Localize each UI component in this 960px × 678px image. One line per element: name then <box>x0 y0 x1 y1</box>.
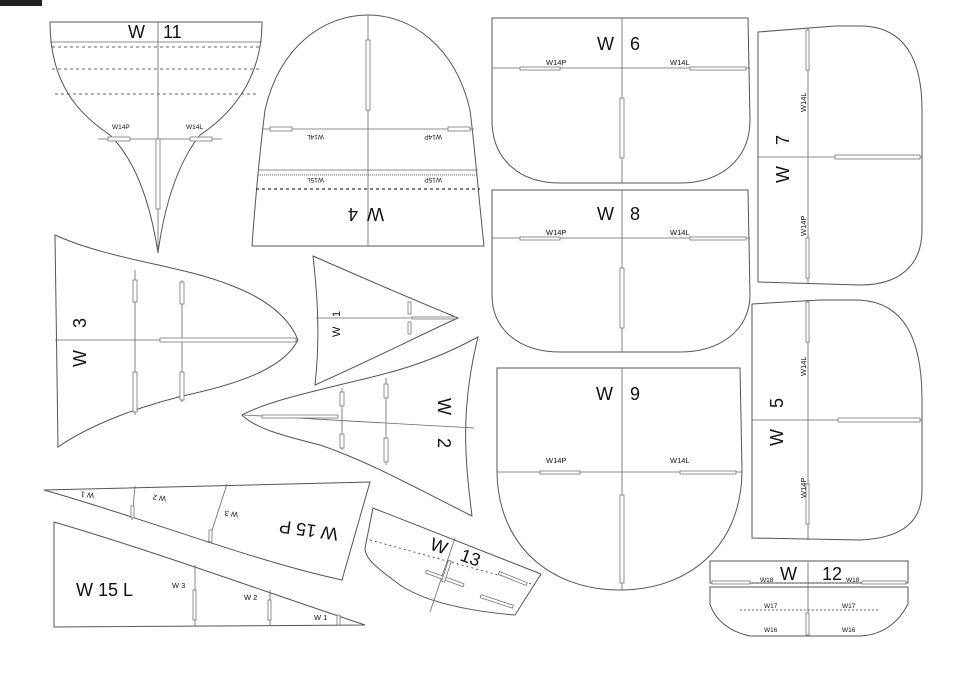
w4-slot-left-lower: W15L <box>307 176 324 183</box>
part-w1: W 1 <box>312 255 460 386</box>
w2-letter: W <box>434 398 454 415</box>
w15l-mark-2: W 2 <box>244 593 257 602</box>
w7-slot-top: W14L <box>799 92 808 112</box>
w15l-mark-3: W 3 <box>172 581 185 590</box>
w15p-title: W 15 P <box>278 516 339 544</box>
part-w4: W 4 W14L W14P W15L W15P <box>251 14 485 247</box>
w5-number: 5 <box>767 398 787 408</box>
w6-number: 6 <box>630 34 640 54</box>
w12-row2-right: W17 <box>842 603 856 610</box>
w12-row1-left: W18 <box>760 577 774 584</box>
w8-slot-right: W14L <box>670 228 690 237</box>
w7-number: 7 <box>773 135 793 145</box>
w12-number: 12 <box>822 564 842 584</box>
w15p-mark-1: W 1 <box>80 489 94 500</box>
part-w8: W 8 W14P W14L <box>491 189 751 353</box>
w8-letter: W <box>597 204 614 224</box>
w12-row3-right: W16 <box>842 627 856 634</box>
w8-number: 8 <box>630 204 640 224</box>
part-w12: W 12 W18 W18 W17 W17 W16 W16 <box>709 560 909 637</box>
w3-number: 3 <box>70 318 90 328</box>
w4-slot-left: W14L <box>307 133 324 140</box>
part-w6: W 6 W14P W14L <box>491 17 751 184</box>
w15l-mark-1: W 1 <box>314 613 327 622</box>
corner-mark <box>0 0 42 6</box>
w15l-title: W 15 L <box>76 580 133 600</box>
w1-number: 1 <box>331 311 343 317</box>
part-w5: W 5 W14L W14P <box>751 299 923 541</box>
part-w13: W 13 <box>364 507 542 616</box>
w11-slot-right: W14L <box>186 124 203 131</box>
part-w11: W 11 W14P W14L <box>49 21 263 254</box>
w13-number: 13 <box>458 545 484 571</box>
w12-row2-left: W17 <box>764 603 778 610</box>
w4-slot-right: W14P <box>424 133 442 140</box>
w4-slot-right-lower: W15P <box>424 176 442 183</box>
w5-slot-bottom: W14P <box>799 478 808 498</box>
w12-letter: W <box>780 564 797 584</box>
w11-slot-left: W14P <box>112 124 130 131</box>
w6-slot-left: W14P <box>546 58 566 67</box>
w9-slot-right: W14L <box>670 456 690 465</box>
w5-letter: W <box>767 429 787 446</box>
w1-letter: W <box>331 326 343 337</box>
w15p-mark-2: W 2 <box>152 493 166 504</box>
w5-slot-top: W14L <box>799 356 808 376</box>
w9-letter: W <box>596 384 613 404</box>
w11-letter: W <box>128 22 145 42</box>
part-w15l: W 15 L W 3 W 2 W 1 <box>53 521 366 628</box>
part-w7: W 7 W14L W14P <box>757 25 923 286</box>
w15p-mark-3: W 3 <box>224 509 238 520</box>
w2-number: 2 <box>434 438 454 448</box>
w7-slot-bottom: W14P <box>799 216 808 236</box>
part-w3: W 3 <box>54 234 299 448</box>
w9-number: 9 <box>630 384 640 404</box>
part-w9: W 9 W14P W14L <box>496 367 743 591</box>
w4-number: 4 <box>348 204 358 224</box>
w13-letter: W <box>428 534 451 559</box>
w4-letter: W <box>367 204 384 224</box>
w7-letter: W <box>773 166 793 183</box>
part-w15p: W 15 P W 1 W 2 W 3 <box>43 481 371 581</box>
w6-slot-right: W14L <box>670 58 690 67</box>
w9-slot-left: W14P <box>546 456 566 465</box>
part-w2: W 2 <box>241 336 479 517</box>
w12-row3-left: W16 <box>764 627 778 634</box>
w6-letter: W <box>597 34 614 54</box>
w12-row1-right: W18 <box>846 577 860 584</box>
w11-number: 11 <box>163 22 182 42</box>
w3-letter: W <box>70 350 90 367</box>
w8-slot-left: W14P <box>546 228 566 237</box>
